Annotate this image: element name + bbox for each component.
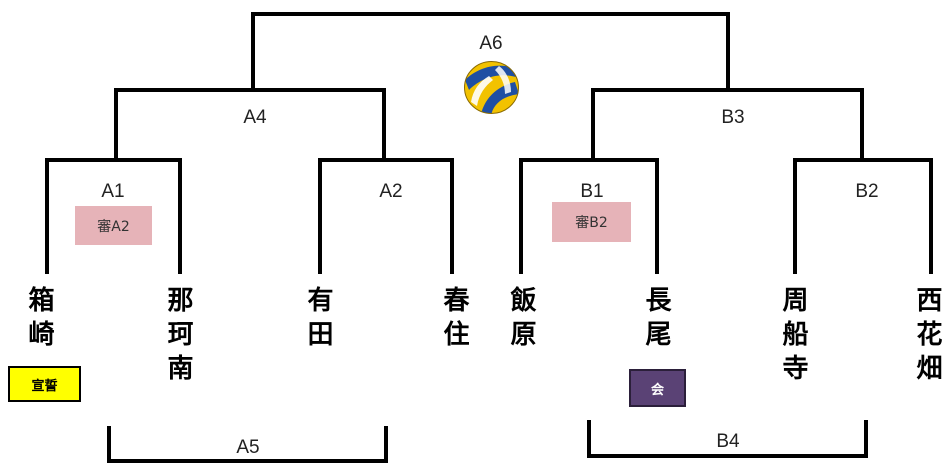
oath-badge: 宣誓 [8, 366, 81, 402]
referee-tag-a2: 審A2 [75, 206, 152, 245]
team-name-4: 春住 [439, 286, 469, 354]
bracket-line-a5 [107, 426, 388, 463]
referee-tag-b2: 審B2 [552, 202, 631, 242]
venue-host-badge: 会 [629, 369, 686, 407]
team-name-3: 有田 [303, 286, 333, 354]
bracket-line-b3 [591, 88, 864, 162]
match-label-a6: A6 [479, 33, 503, 54]
bracket-line-b4 [587, 420, 868, 458]
bracket-line-b2 [793, 158, 933, 274]
team-name-6: 長尾 [641, 286, 671, 354]
match-label-b4: B4 [716, 431, 740, 452]
match-label-b3: B3 [721, 107, 745, 128]
match-label-b2: B2 [855, 181, 879, 202]
bracket-line-a2 [318, 158, 454, 274]
team-name-2: 那珂南 [163, 286, 193, 388]
bracket-line-final [251, 12, 730, 92]
team-name-8: 西花畑 [912, 286, 942, 388]
match-label-a1: A1 [101, 181, 125, 202]
bracket-line-b1 [519, 158, 659, 274]
volleyball-icon [464, 61, 519, 114]
match-label-a2: A2 [379, 181, 403, 202]
match-label-a4: A4 [243, 107, 267, 128]
match-label-b1: B1 [580, 181, 604, 202]
team-name-7: 周船寺 [778, 286, 808, 388]
bracket-line-a1 [45, 158, 182, 274]
match-label-a5: A5 [236, 437, 260, 458]
team-name-5: 飯原 [506, 286, 536, 354]
bracket-line-a4 [114, 88, 386, 162]
team-name-1: 箱崎 [24, 286, 54, 354]
